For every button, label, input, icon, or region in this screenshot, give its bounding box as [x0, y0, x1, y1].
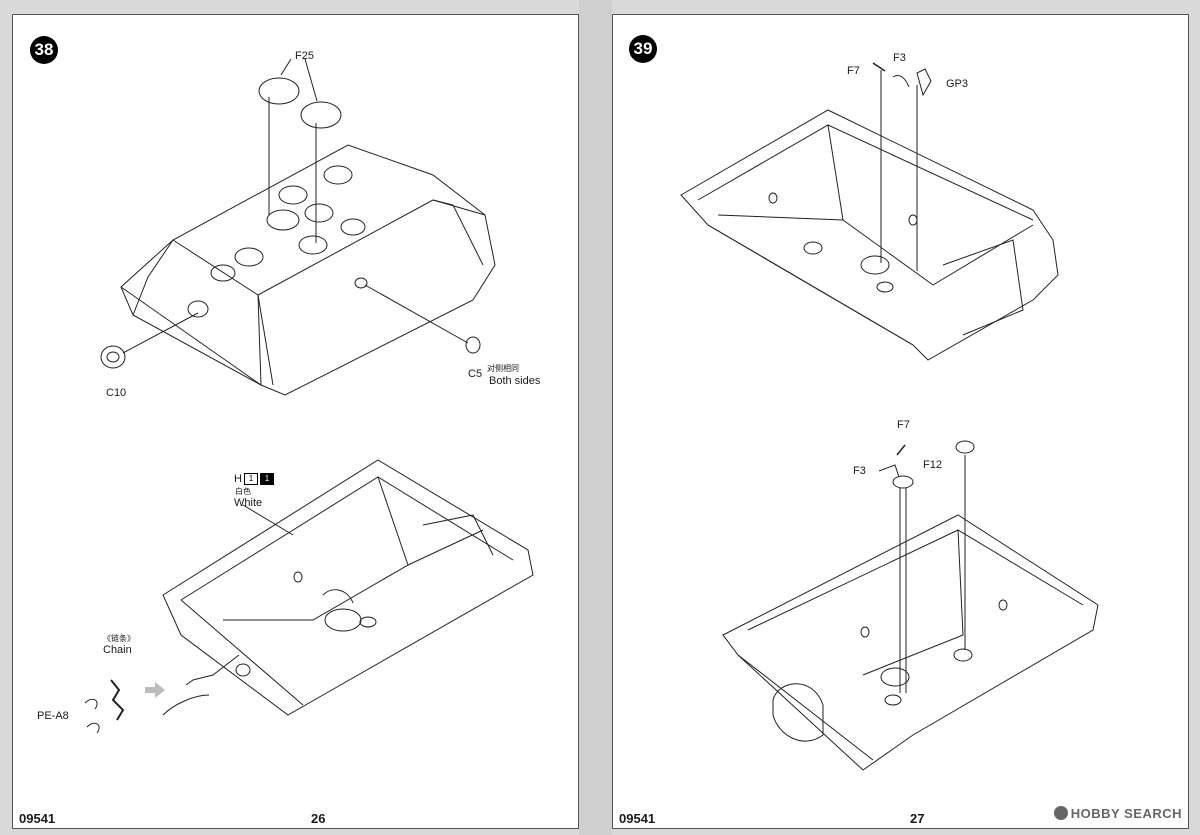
part-label-c5: C5	[468, 368, 483, 380]
site-watermark: HOBBY SEARCH	[1053, 806, 1182, 821]
step-number-badge: 38	[30, 36, 58, 64]
part-label-f3: F3	[893, 52, 906, 64]
watermark-text: HOBBY SEARCH	[1070, 806, 1182, 821]
step-39-diagram	[680, 62, 1099, 771]
page-gutter	[579, 0, 612, 835]
paint-name-cn: 白色	[235, 487, 251, 496]
instruction-page-right: 39	[612, 14, 1189, 829]
instruction-page-left: 38	[12, 14, 579, 829]
step-number-badge: 39	[629, 35, 657, 63]
paint-callout-h: H 1 1	[234, 473, 274, 485]
part-label-f3: F3	[853, 465, 866, 477]
page-number: 27	[910, 811, 925, 826]
page-number: 26	[311, 811, 326, 826]
watermark-logo-icon	[1053, 806, 1068, 820]
paint-chip-white: 1	[243, 473, 258, 485]
step-38-diagram	[84, 58, 534, 734]
chain-label-en: Chain	[103, 644, 132, 656]
part-label-f7: F7	[897, 419, 910, 431]
part-label-c10: C10	[106, 387, 127, 399]
paint-code: H	[234, 473, 242, 485]
part-label-gp3: GP3	[946, 78, 969, 90]
chain-label-cn: 《链条》	[103, 634, 135, 643]
part-label-f25: F25	[295, 50, 314, 62]
kit-number: 09541	[619, 811, 656, 826]
note-both-sides-cn: 对侧相同	[487, 364, 519, 373]
paint-chip-black: 1	[259, 473, 274, 485]
note-both-sides-en: Both sides	[489, 375, 541, 387]
part-label-pe-a8: PE-A8	[37, 710, 69, 722]
part-label-f7: F7	[847, 65, 860, 77]
paint-name-en: White	[234, 497, 263, 509]
kit-number: 09541	[19, 811, 56, 826]
part-label-f12: F12	[923, 459, 942, 471]
